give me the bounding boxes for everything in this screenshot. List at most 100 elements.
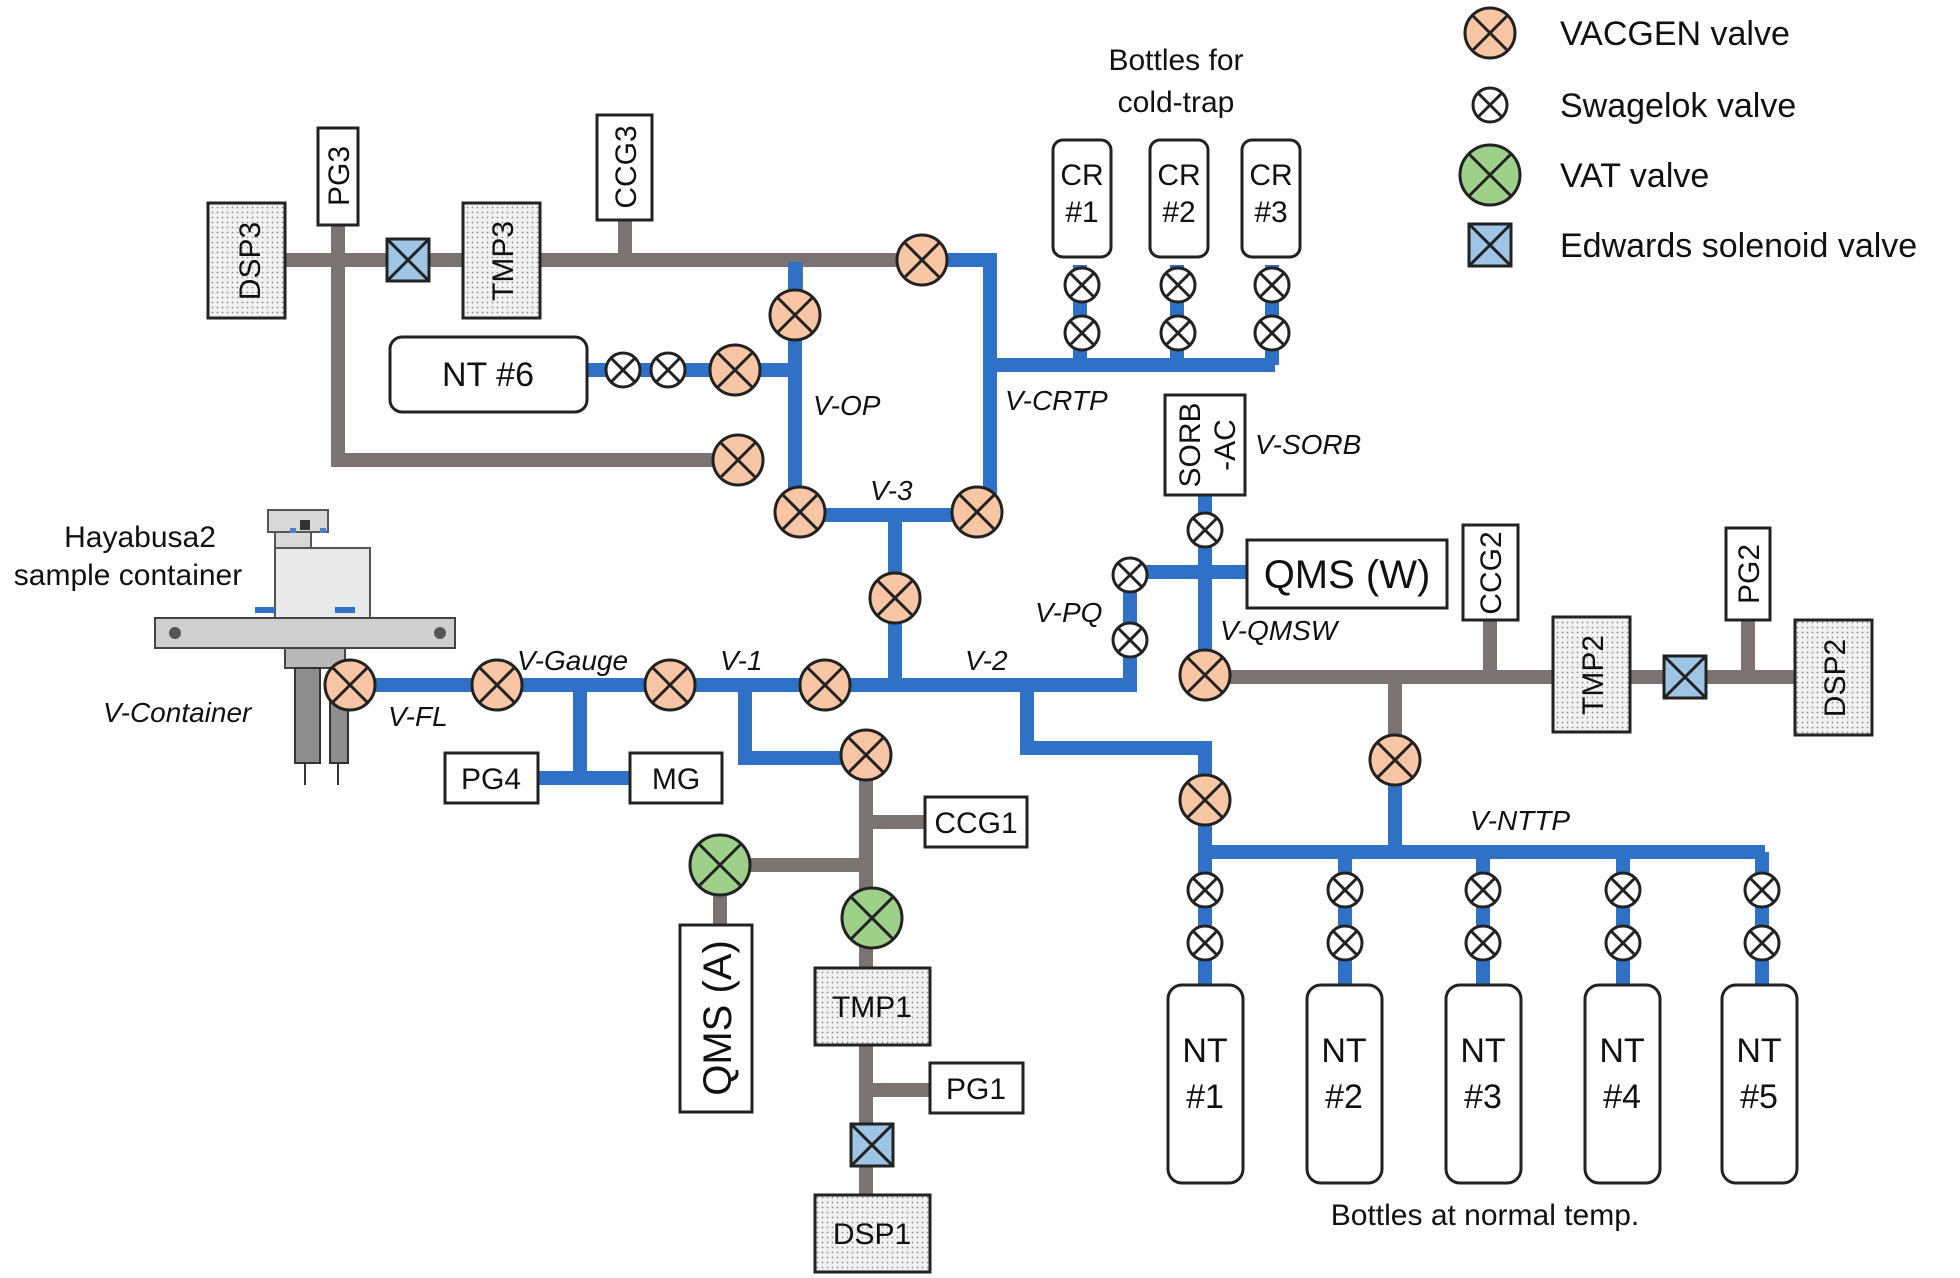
ccg1-label: CCG1: [934, 807, 1017, 840]
legend-vacgen-icon: [1463, 6, 1517, 60]
caption-bottles-normal: Bottles at normal temp.: [1331, 1199, 1639, 1232]
pg3-box: [316, 126, 360, 227]
tmp1-label: TMP1: [832, 991, 912, 1024]
label-v-container: V-Container: [103, 697, 253, 728]
legend-edwards-icon: [1467, 222, 1513, 268]
pg1-label: PG1: [946, 1073, 1006, 1106]
caption-container-2: sample container: [14, 559, 242, 592]
label-v-1: V-1: [720, 645, 763, 676]
vacgen-valve-nt6[interactable]: [708, 343, 762, 397]
swagelok-valve-cr3-b[interactable]: [1253, 314, 1291, 352]
swagelok-valve-pq-upper[interactable]: [1111, 556, 1149, 594]
dsp1-label: DSP1: [833, 1218, 911, 1251]
nt5-label-b: #5: [1740, 1078, 1778, 1116]
tmp3-label: TMP3: [487, 221, 520, 301]
tmp3-box: [461, 201, 542, 320]
label-v-crtp: V-CRTP: [1005, 385, 1108, 416]
vacgen-valve-op-lower[interactable]: [711, 433, 765, 487]
ccg3-label: CCG3: [610, 125, 643, 208]
nt4-label-b: #4: [1603, 1078, 1641, 1116]
vacgen-valve-tmp2-line[interactable]: [1368, 733, 1422, 787]
nt4-label-a: NT: [1599, 1032, 1644, 1070]
vacgen-valve-gauge[interactable]: [643, 658, 697, 712]
label-v-3: V-3: [870, 475, 913, 506]
nt6-box: [388, 335, 589, 414]
nt3-label-b: #3: [1464, 1078, 1502, 1116]
label-v-gauge: V-Gauge: [517, 645, 628, 676]
swagelok-valve-cr2-a[interactable]: [1159, 266, 1197, 304]
edwards-valve-tmp3[interactable]: [385, 237, 431, 283]
nt1-bottle: [1166, 983, 1245, 1185]
pg4-label: PG4: [461, 763, 521, 796]
swagelok-valve-cr1-a[interactable]: [1063, 266, 1101, 304]
dsp2-label: DSP2: [1819, 639, 1852, 717]
ccg1-box: [923, 795, 1029, 849]
cr3-label-b: #3: [1254, 196, 1287, 229]
swagelok-valve-cr3-a[interactable]: [1253, 266, 1291, 304]
nt6-label: NT #6: [442, 356, 534, 394]
cr2-bottle: [1148, 138, 1210, 259]
vacgen-valve-op-upper[interactable]: [768, 288, 822, 342]
vacgen-valve-center[interactable]: [868, 571, 922, 625]
mg-label: MG: [652, 763, 700, 796]
swagelok-valve-nt5-a[interactable]: [1743, 871, 1781, 909]
cr3-bottle: [1240, 138, 1302, 259]
cr1-label-b: #1: [1065, 196, 1098, 229]
nt3-bottle: [1444, 983, 1523, 1185]
sorb-ac-label-a: SORB: [1174, 402, 1207, 487]
swagelok-valve-sorb[interactable]: [1186, 511, 1224, 549]
legend-swagelok-icon: [1471, 86, 1509, 124]
pg2-label: PG2: [1733, 544, 1766, 604]
swagelok-valve-nt6-a[interactable]: [604, 351, 642, 389]
cr2-label-a: CR: [1157, 159, 1200, 192]
vacgen-valve-qmsw[interactable]: [1178, 648, 1232, 702]
swagelok-valve-nt4-a[interactable]: [1604, 871, 1642, 909]
edwards-valve-tmp1[interactable]: [849, 1122, 895, 1168]
vacgen-valve-container[interactable]: [323, 658, 377, 712]
swagelok-valve-nt1-a[interactable]: [1186, 871, 1224, 909]
vacgen-valve-v3-right[interactable]: [950, 485, 1004, 539]
cr1-label-a: CR: [1060, 159, 1103, 192]
swagelok-valve-nt5-b[interactable]: [1743, 924, 1781, 962]
swagelok-valve-nt1-b[interactable]: [1186, 924, 1224, 962]
vacgen-valve-nttp[interactable]: [1178, 773, 1232, 827]
sample-container-drawing: [154, 509, 456, 785]
swagelok-valve-nt6-b[interactable]: [649, 351, 687, 389]
qms-w-label: QMS (W): [1264, 553, 1431, 597]
dsp1-box: [813, 1193, 932, 1274]
legend-vat-icon: [1458, 143, 1522, 207]
label-v-2: V-2: [965, 645, 1008, 676]
label-v-op: V-OP: [813, 390, 881, 421]
label-v-pq: V-PQ: [1035, 597, 1102, 628]
vacgen-valve-v1[interactable]: [798, 658, 852, 712]
vat-valve-qmsa[interactable]: [688, 833, 752, 897]
nt3-label-a: NT: [1460, 1032, 1505, 1070]
swagelok-valve-nt2-a[interactable]: [1326, 871, 1364, 909]
ccg2-label: CCG2: [1475, 531, 1508, 614]
swagelok-valve-nt4-b[interactable]: [1604, 924, 1642, 962]
vacgen-valve-top[interactable]: [895, 233, 949, 287]
swagelok-valve-nt3-a[interactable]: [1464, 871, 1502, 909]
swagelok-valve-cr1-b[interactable]: [1063, 314, 1101, 352]
dsp2-box: [1793, 618, 1874, 737]
sorb-ac-label-b: -AC: [1209, 419, 1242, 471]
vacgen-valve-fl[interactable]: [470, 658, 524, 712]
swagelok-valve-cr2-b[interactable]: [1159, 314, 1197, 352]
legend-edwards-label: Edwards solenoid valve: [1560, 227, 1917, 265]
vacgen-valve-v3-left[interactable]: [773, 485, 827, 539]
legend: VACGEN valve Swagelok valve VAT valve Ed…: [1458, 6, 1917, 268]
nt1-label-a: NT: [1182, 1032, 1227, 1070]
mg-box: [628, 751, 724, 805]
sorb-ac-box: [1163, 393, 1247, 497]
swagelok-valve-pq-lower[interactable]: [1111, 621, 1149, 659]
cr1-bottle: [1051, 138, 1113, 259]
edwards-valve-tmp2[interactable]: [1662, 654, 1708, 700]
swagelok-valve-nt2-b[interactable]: [1326, 924, 1364, 962]
legend-swagelok-label: Swagelok valve: [1560, 87, 1796, 125]
swagelok-valve-nt3-b[interactable]: [1464, 924, 1502, 962]
vacgen-valve-ccg1[interactable]: [839, 728, 893, 782]
label-v-fl: V-FL: [388, 701, 448, 732]
vat-valve-tmp1[interactable]: [840, 886, 904, 950]
pg1-box: [928, 1061, 1025, 1115]
